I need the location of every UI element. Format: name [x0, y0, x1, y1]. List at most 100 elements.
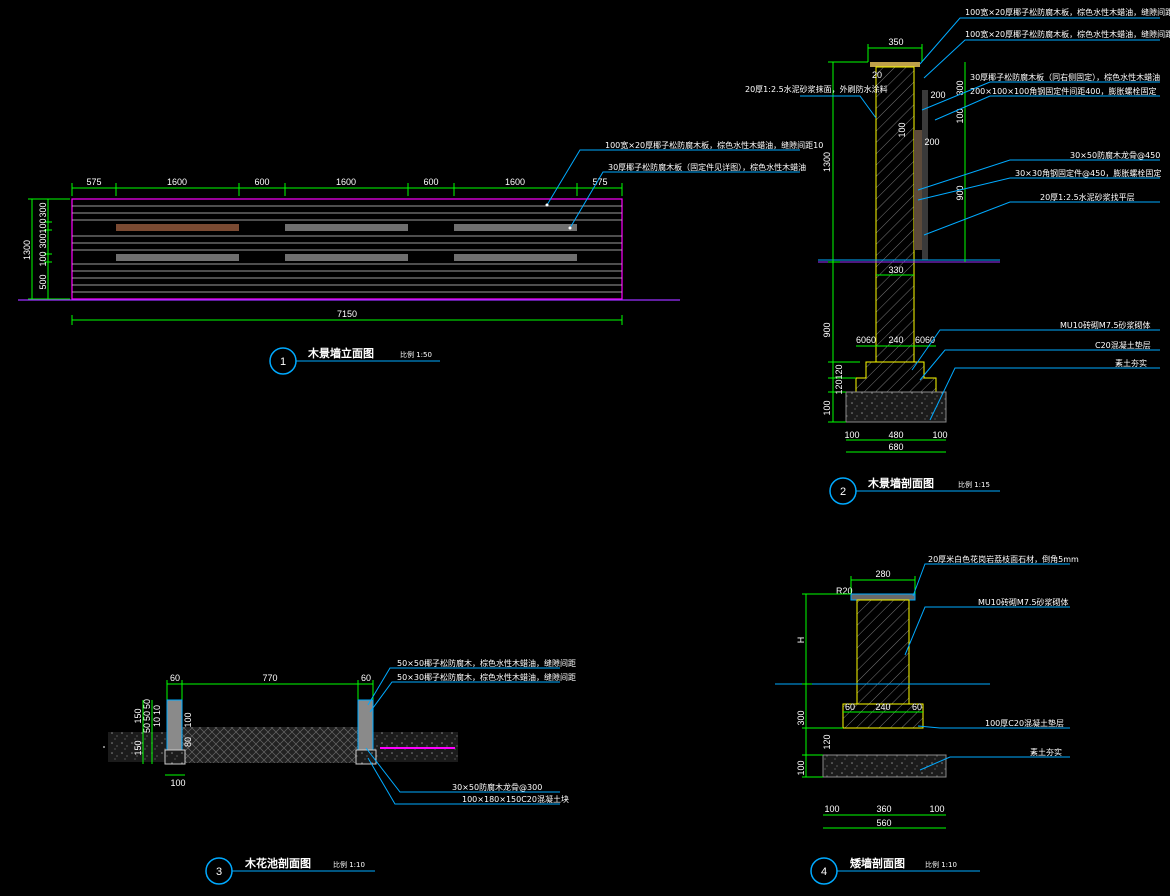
dim-2-left-ticks [828, 61, 868, 423]
dim-4-left-2: 120 [822, 734, 832, 749]
dim-2-left-0: 1300 [822, 152, 832, 172]
dim-1-left-5: 300 [38, 202, 48, 217]
ground-left [108, 732, 168, 762]
note-2-8: C20混凝土垫层 [1095, 340, 1151, 350]
inset-board-4 [116, 254, 239, 261]
note-2-3: 200×100×100角钢固定件间距400，膨胀螺栓固定 [970, 86, 1156, 96]
dim-4-base-2: 100 [929, 804, 944, 814]
wall-stem-upper [875, 66, 915, 263]
dim-3-top-2: 60 [361, 673, 371, 683]
dim-1-overall: 7150 [337, 309, 357, 319]
dim-2-right-4: 900 [955, 185, 965, 200]
dim-3-left-1: 50 [142, 699, 152, 709]
dim-3-left-3: 50 [142, 723, 152, 733]
inset-board-6 [454, 254, 577, 261]
low-wall-body [856, 599, 910, 705]
dim-3-left-5: 10 [152, 717, 162, 727]
dim-4-base-total: 560 [876, 818, 891, 828]
dim-4-left-1: 300 [796, 710, 806, 725]
dim-4-base-0: 100 [824, 804, 839, 814]
dim-3-top-1: 770 [262, 673, 277, 683]
inset-board-2 [285, 224, 408, 231]
dim-1-left-1: 500 [38, 274, 48, 289]
left-post [166, 699, 183, 751]
dim-3-left-8: 100 [183, 712, 193, 727]
leader-1-b [569, 171, 800, 229]
inset-board-3 [454, 224, 577, 231]
planter-soil [182, 727, 358, 763]
leaders-2 [800, 17, 1160, 421]
drawing-1-number: 1 [280, 356, 286, 368]
low-wall-base [822, 754, 947, 778]
note-2-4: 30×50防腐木龙骨@450 [1070, 150, 1160, 160]
drawing-2-section: 350 1300 900 120 120 100 300 200 100 200… [745, 7, 1170, 505]
wall-footing [855, 361, 937, 393]
note-2-1: 100宽×20厚椰子松防腐木板，棕色水性木蜡油，缝隙间距10 [965, 29, 1170, 39]
drawing-4-low-wall-section: 280 R20 H 300 120 100 60 240 60 100 360 … [775, 554, 1079, 885]
note-2-2: 30厚椰子松防腐木板（同右侧固定），棕色水性木蜡油 [970, 72, 1160, 82]
drawing-4-number: 4 [821, 866, 827, 878]
dim-3-left-7: 80 [183, 737, 193, 747]
drawing-2-number: 2 [840, 486, 846, 498]
dim-1-top-2: 600 [254, 177, 269, 187]
dim-1-left-3: 300 [38, 233, 48, 248]
dim-3-left-6: 150 [133, 740, 143, 755]
note-1-a: 100宽×20厚椰子松防腐木板，棕色水性木蜡油，缝隙间距10 [605, 140, 823, 150]
drawing-3-title: 木花池剖面图 [244, 856, 311, 870]
note-3-2: 30×50防腐木龙骨@300 [452, 782, 542, 792]
drawing-3-number: 3 [216, 866, 222, 878]
note-2-7: MU10砖砌M7.5砂浆砌体 [1060, 320, 1151, 330]
dim-2-small-0: 100 [897, 122, 907, 137]
dim-1-top-0: 575 [86, 177, 101, 187]
drawing-2-title: 木景墙剖面图 [867, 476, 934, 490]
dim-2-stem: 330 [888, 265, 903, 275]
note-4-0: 20厚米白色花岗岩荔枝面石材，倒角5mm [928, 554, 1079, 564]
leaders-4 [904, 563, 1070, 771]
note-2-0: 100宽×20厚椰子松防腐木板，棕色水性木蜡油，缝隙间距10 [965, 7, 1170, 17]
dim-3-top-0: 60 [170, 673, 180, 683]
dim-4-top: 280 [875, 569, 890, 579]
dim-4-left-0: H [796, 637, 806, 644]
inset-board-5 [285, 254, 408, 261]
dim-2-base-2: 100 [932, 430, 947, 440]
leader-1-b-dot [568, 226, 572, 230]
dim-2-left-4: 100 [822, 400, 832, 415]
leaders-3 [365, 667, 560, 805]
note-3-1: 50×30椰子松防腐木，棕色水性木蜡油，缝隙间距 [397, 672, 576, 682]
drawing-4-scale: 比例 1:10 [925, 860, 957, 869]
low-wall-footing [842, 703, 924, 729]
dim-4-base-1: 360 [876, 804, 891, 814]
wall-cap [870, 62, 920, 67]
dim-3-left-4: 10 [152, 705, 162, 715]
dim-1-top-5: 1600 [505, 177, 525, 187]
drawing-2-scale: 比例 1:15 [958, 480, 990, 489]
dim-1-left-4: 100 [38, 218, 48, 233]
right-footing [355, 749, 377, 765]
dim-2-left-1: 900 [822, 322, 832, 337]
dim-1-top-4: 600 [423, 177, 438, 187]
dim-2-right-0: 300 [955, 80, 965, 95]
right-post [357, 699, 374, 751]
dim-2-footing-steps-r: 6060 [915, 335, 935, 345]
inset-board-1 [116, 224, 239, 231]
dim-4-left-3: 100 [796, 760, 806, 775]
dim-2-base-total: 680 [888, 442, 903, 452]
note-2-5: 30×30角钢固定件@450，膨胀螺栓固定 [1015, 168, 1161, 178]
dim-3-top-ticks [166, 680, 374, 700]
coping-stone [850, 593, 916, 601]
dim-1-left-ticks [28, 198, 70, 300]
dim-2-right-1: 200 [930, 90, 945, 100]
dim-2-footing-inner: 240 [888, 335, 903, 345]
drawing-1-scale: 比例 1:50 [400, 350, 432, 359]
dim-4-footing-0: 60 [845, 702, 855, 712]
dim-2-base-1: 480 [888, 430, 903, 440]
dim-ticks-top [71, 183, 623, 196]
wall-stem-lower [875, 261, 915, 363]
dim-1-top-3: 1600 [336, 177, 356, 187]
dim-4-radius: R20 [836, 586, 853, 596]
dim-2-left-2: 120 [834, 364, 844, 379]
dim-2-right-2: 100 [955, 108, 965, 123]
dim-1-left-2: 100 [38, 251, 48, 266]
outer-board [922, 90, 928, 260]
